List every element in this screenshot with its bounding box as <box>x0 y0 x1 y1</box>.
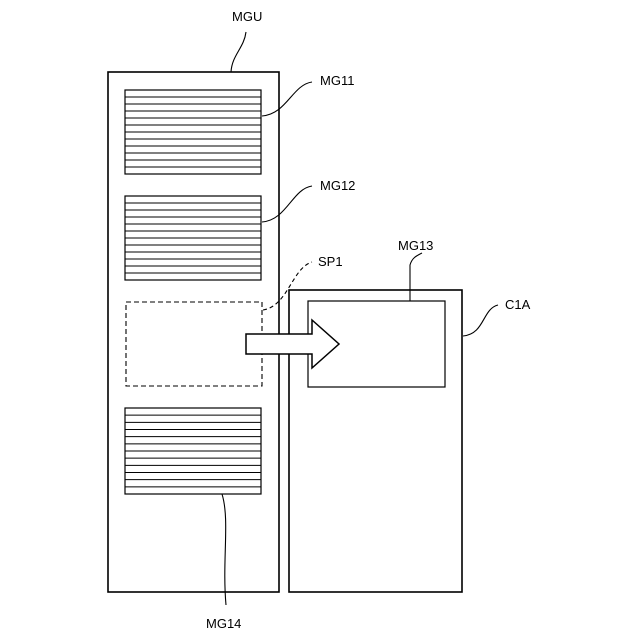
unit-mgu-leader <box>231 32 246 72</box>
destination-c1a-label: C1A <box>505 297 531 312</box>
module-mg12-label: MG12 <box>320 178 355 193</box>
unit-mgu-label: MGU <box>232 9 262 24</box>
destination-c1a-leader <box>463 305 498 336</box>
module-mg11-label: MG11 <box>320 73 354 88</box>
module-mg13-label: MG13 <box>398 238 433 253</box>
module-mg14-label: MG14 <box>206 616 241 631</box>
space-sp1-label: SP1 <box>318 254 343 269</box>
